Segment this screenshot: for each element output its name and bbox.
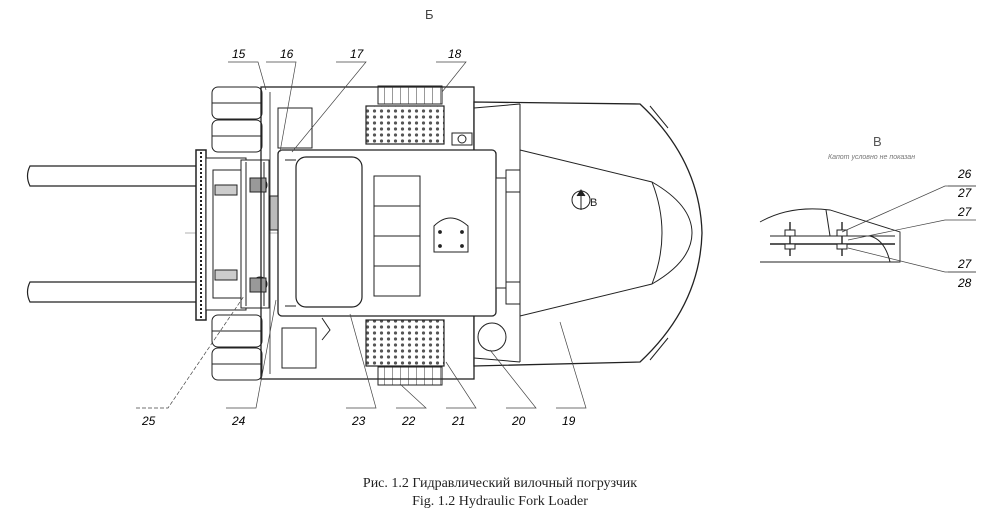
callout-26: 26 — [957, 167, 972, 181]
leaders-bottom — [136, 295, 587, 409]
battery-box-lower — [281, 327, 317, 369]
view-arrow-b — [571, 189, 591, 210]
detail-leaders — [841, 185, 976, 273]
callout-20: 20 — [511, 414, 526, 428]
caption-en: Fig. 1.2 Hydraulic Fork Loader — [412, 494, 588, 509]
seat — [433, 217, 469, 253]
loader-top-view — [26, 85, 703, 386]
callout-21: 21 — [451, 414, 465, 428]
battery-box-upper — [277, 107, 313, 149]
callout-27-c: 27 — [957, 257, 973, 271]
callout-27-b: 27 — [957, 205, 973, 219]
step-lower — [365, 319, 445, 386]
callout-24: 24 — [231, 414, 246, 428]
callout-28: 28 — [957, 276, 972, 290]
fork-upper — [26, 165, 206, 187]
callout-19: 19 — [562, 414, 576, 428]
callout-16: 16 — [280, 47, 294, 61]
callout-18: 18 — [448, 47, 462, 61]
callout-25: 25 — [141, 414, 156, 428]
front-wheels — [211, 86, 263, 381]
view-label-b: Б — [425, 7, 434, 22]
callout-22: 22 — [401, 414, 416, 428]
step-upper — [365, 85, 445, 145]
fork-lower — [26, 281, 206, 303]
detail-title: В — [873, 134, 882, 149]
callout-15: 15 — [232, 47, 246, 61]
caption-ru: Рис. 1.2 Гидравлический вилочный погрузч… — [362, 476, 638, 491]
detail-note: Капот условно не показан — [828, 154, 915, 161]
mast-assembly — [195, 149, 270, 321]
floor-plate — [295, 156, 363, 308]
engine-hood — [519, 149, 693, 317]
view-arrow-label: В — [590, 197, 597, 209]
leaders-top — [228, 61, 467, 153]
forks — [26, 165, 206, 303]
callout-23: 23 — [351, 414, 366, 428]
callout-17: 17 — [350, 47, 365, 61]
detail-view-b — [759, 208, 901, 263]
callout-27-a: 27 — [957, 186, 973, 200]
fuel-cap — [477, 322, 507, 352]
